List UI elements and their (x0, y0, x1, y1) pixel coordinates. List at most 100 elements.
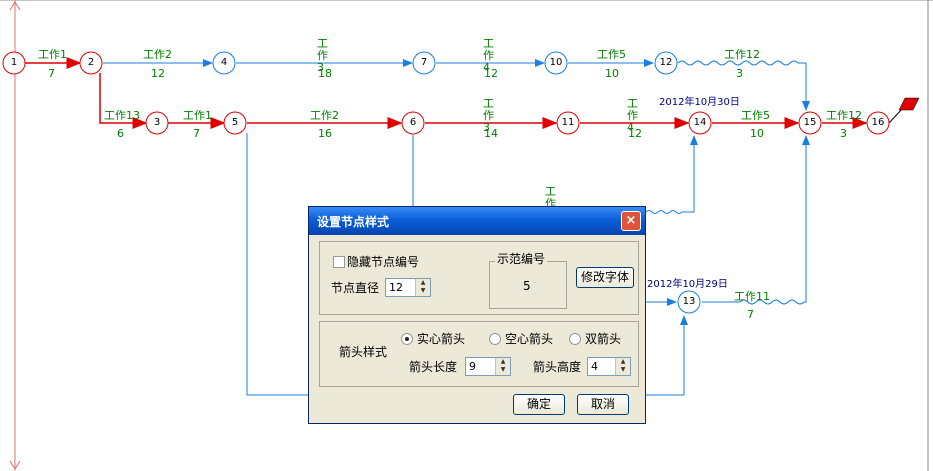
node-label: 4 (220, 57, 228, 68)
node-12 (654, 51, 678, 75)
activity-duration: 3 (736, 67, 743, 80)
activity-duration: 7 (48, 67, 55, 80)
node-label: 12 (659, 57, 673, 68)
sample-number-value: 5 (523, 279, 531, 293)
finish-flag-pole (888, 107, 904, 124)
node-2 (79, 51, 103, 75)
stepper-arrows[interactable]: ▲▼ (495, 358, 510, 375)
activity-duration: 12 (484, 67, 498, 80)
close-button[interactable]: × (621, 211, 641, 231)
node-14 (688, 111, 712, 135)
edge-6-14 (645, 135, 698, 214)
hide-number-checkbox[interactable] (333, 256, 345, 268)
radio-double-label: 双箭头 (585, 332, 622, 346)
activity-duration: 6 (117, 127, 124, 140)
up-arrow-icon: ▲ (620, 358, 626, 365)
diameter-stepper[interactable]: 12 ▲▼ (385, 278, 431, 297)
arrow-height-label: 箭头高度 (533, 360, 582, 374)
arrow-settings-group (319, 321, 639, 387)
sample-number-title: 示范编号 (495, 252, 548, 266)
change-font-button[interactable]: 修改字体 (576, 267, 634, 288)
activity-name: 工作1 (183, 109, 212, 122)
node-style-dialog: 设置节点样式 × 隐藏节点编号 节点直径 12 ▲▼ 示范编号 5 修改字体 箭… (308, 206, 646, 424)
activity-duration: 16 (318, 127, 332, 140)
activity-name: 工作3 (483, 97, 494, 134)
activity-name: 工作13 (104, 109, 140, 122)
activity-name: 工作12 (724, 48, 760, 61)
hide-number-label: 隐藏节点编号 (347, 255, 420, 269)
activity-name: 工作5 (741, 109, 770, 122)
date-label: 2012年10月30日 (659, 97, 740, 108)
activity-name: 工作11 (734, 290, 770, 303)
node-label: 11 (561, 117, 575, 128)
edge-13-15 (702, 135, 810, 305)
activity-name: 工作4 (627, 97, 638, 134)
down-arrow-icon: ▼ (420, 287, 426, 294)
activity-duration: 3 (840, 127, 847, 140)
activity-duration: 18 (318, 67, 332, 80)
node-4 (212, 51, 236, 75)
node-label: 13 (682, 296, 696, 307)
activity-duration: 10 (750, 127, 764, 140)
close-icon: × (625, 213, 637, 228)
cancel-button[interactable]: 取消 (577, 394, 629, 415)
arrow-length-value: 9 (469, 360, 476, 373)
node-label: 3 (153, 117, 161, 128)
arrow-height-value: 4 (591, 360, 598, 373)
activity-name: 工作3 (317, 37, 328, 74)
activity-duration: 7 (193, 127, 200, 140)
node-15 (798, 111, 822, 135)
edge-12-15 (677, 60, 810, 111)
node-13 (677, 290, 701, 314)
up-arrow-icon: ▲ (500, 358, 506, 365)
date-label: 2012年10月29日 (647, 279, 728, 290)
axis-arrow-down (9, 460, 21, 470)
arrow-height-stepper[interactable]: 4 ▲▼ (587, 357, 631, 376)
node-label: 6 (409, 117, 417, 128)
node-label: 2 (87, 57, 95, 68)
node-7 (412, 51, 436, 75)
node-label: 15 (803, 117, 817, 128)
radio-solid-arrow[interactable] (401, 333, 413, 345)
node-5 (223, 111, 247, 135)
axis-arrow-up (9, 1, 21, 11)
activity-name: 工作6 (545, 186, 556, 208)
activity-name: 工作2 (143, 48, 172, 61)
dialog-titlebar[interactable]: 设置节点样式 × (309, 207, 645, 235)
arrow-length-stepper[interactable]: 9 ▲▼ (465, 357, 511, 376)
node-label: 10 (549, 57, 563, 68)
down-arrow-icon: ▼ (500, 366, 506, 373)
up-arrow-icon: ▲ (420, 279, 426, 286)
node-label: 7 (420, 57, 428, 68)
node-11 (556, 111, 580, 135)
node-label: 1 (10, 57, 18, 68)
edge-2-3 (99, 73, 148, 129)
radio-double-arrow[interactable] (569, 333, 581, 345)
node-6 (401, 111, 425, 135)
radio-hollow-label: 空心箭头 (505, 332, 554, 346)
node-10 (544, 51, 568, 75)
edge-5-13-up (646, 315, 688, 396)
activity-name: 工作2 (310, 109, 339, 122)
dialog-title: 设置节点样式 (317, 215, 390, 229)
activity-duration: 10 (605, 67, 619, 80)
down-arrow-icon: ▼ (620, 366, 626, 373)
activity-duration: 12 (151, 67, 165, 80)
node-label: 16 (871, 117, 885, 128)
ok-button[interactable]: 确定 (513, 394, 565, 415)
node-label: 14 (693, 117, 707, 128)
stepper-arrows[interactable]: ▲▼ (415, 279, 430, 296)
activity-duration: 14 (484, 127, 498, 140)
diameter-label: 节点直径 (331, 281, 380, 295)
activity-name: 工作1 (38, 48, 67, 61)
arrow-style-label: 箭头样式 (339, 345, 388, 359)
activity-name: 工作4 (483, 37, 494, 74)
activity-duration: 7 (747, 308, 754, 321)
stepper-arrows[interactable]: ▲▼ (615, 358, 630, 375)
arrow-length-label: 箭头长度 (409, 360, 458, 374)
radio-hollow-arrow[interactable] (489, 333, 501, 345)
node-1 (2, 51, 26, 75)
node-3 (145, 111, 169, 135)
activity-name: 工作12 (826, 109, 862, 122)
